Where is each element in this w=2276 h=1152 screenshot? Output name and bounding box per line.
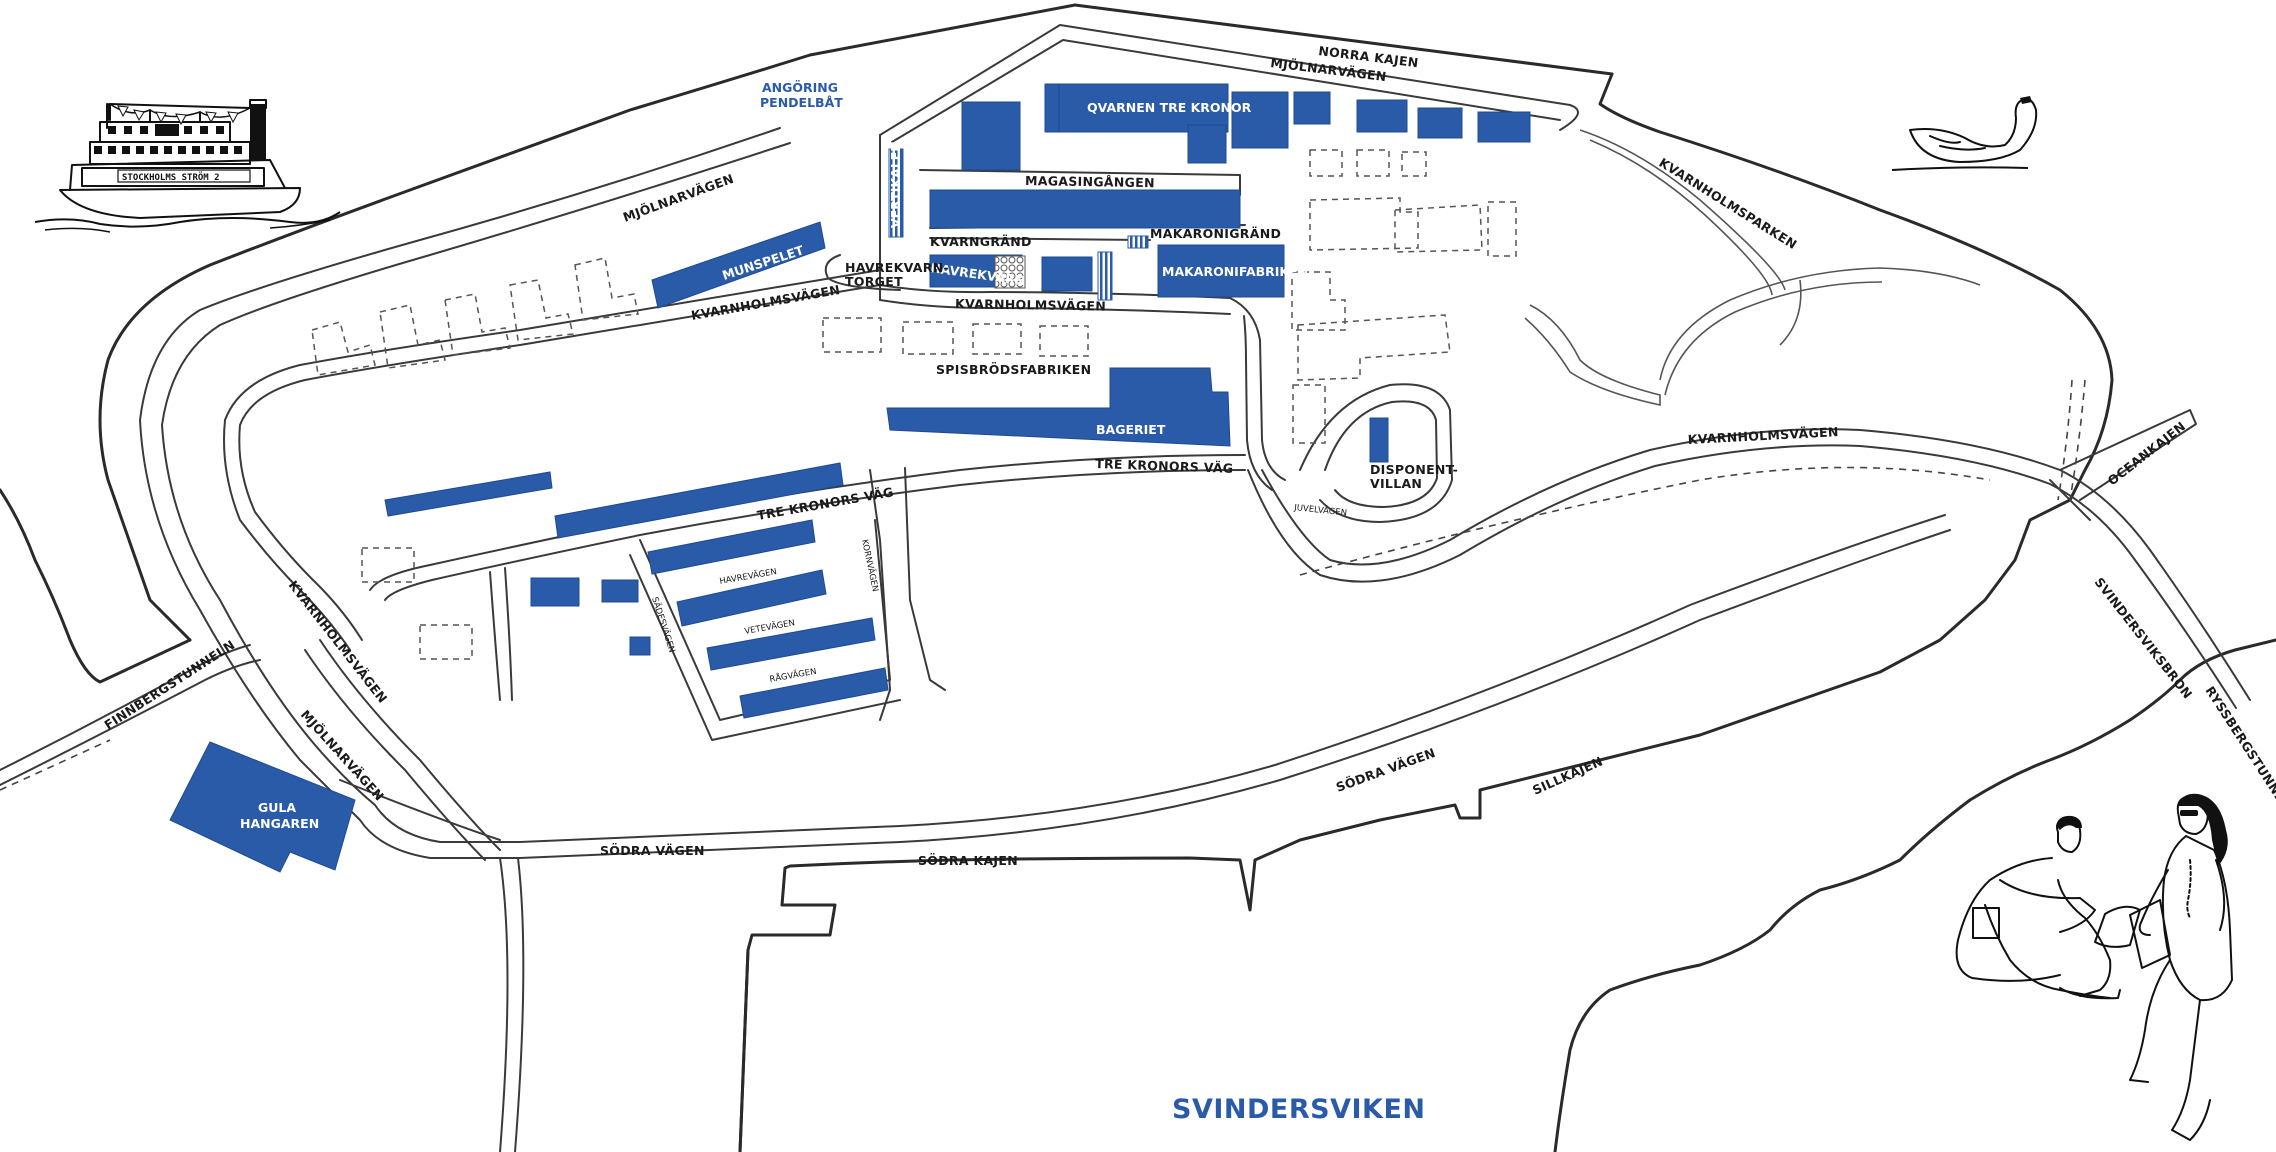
- label-kvarnholmsvagen-east: KVARNHOLMSVÄGEN: [1687, 424, 1839, 447]
- label-makaronifabriken: MAKARONIFABRIKEN: [1162, 264, 1308, 279]
- label-spisbrodsfabriken: SPISBRÖDSFABRIKEN: [936, 362, 1091, 377]
- label-ryssbergstunneln: RYSSBERGSTUNNELN: [2202, 683, 2276, 820]
- boat-name: STOCKHOLMS STRÖM 2: [122, 172, 220, 183]
- people-sitting-illustration: [1955, 793, 2233, 1141]
- label-disponentvillan-1: DISPONENT-: [1370, 462, 1458, 477]
- label-tre-kronors-vag-east: TRE KRONORS VÄG: [1095, 456, 1234, 476]
- label-angoring-2: PENDELBÅT: [760, 95, 843, 110]
- label-bageriet: BAGERIET: [1096, 422, 1166, 437]
- ferry-boat-illustration: STOCKHOLMS STRÖM 2: [34, 99, 341, 233]
- label-finnbergstunneln: FINNBERGSTUNNELN: [101, 637, 237, 733]
- label-sodra-vagen-west: SÖDRA VÄGEN: [600, 843, 705, 858]
- building-bageriet: [886, 367, 1231, 447]
- building-vertikalen: [888, 148, 904, 238]
- label-angoring-1: ANGÖRING: [762, 80, 838, 95]
- label-qvarnen: QVARNEN TRE KRONOR: [1087, 100, 1252, 115]
- place-labels: ANGÖRING PENDELBÅT HAVREKVARN- TORGET SP…: [760, 80, 1458, 491]
- label-kvarngrand: KVARNGRÄND: [930, 234, 1032, 249]
- buildings: [169, 83, 1531, 873]
- label-magasingangen: MAGASINGÅNGEN: [1025, 173, 1155, 190]
- label-ragvagen: RÅGVÄGEN: [768, 665, 817, 685]
- label-disponentvillan-2: VILLAN: [1370, 476, 1422, 491]
- label-sodra-kajen: SÖDRA KAJEN: [918, 853, 1018, 868]
- swan-illustration: [1891, 96, 2038, 171]
- label-vertikalen: VERTIKALEN: [888, 141, 903, 228]
- label-gula-2: HANGAREN: [240, 816, 319, 831]
- building-disponentvillan: [1369, 417, 1389, 463]
- label-sadesvagen: SÄDESVÄGEN: [649, 596, 677, 655]
- label-gula-1: GULA: [258, 800, 296, 815]
- building-munspelet: [651, 221, 826, 309]
- building-qvarnen: [1047, 83, 1229, 133]
- label-sodra-vagen-east: SÖDRA VÄGEN: [1334, 745, 1438, 795]
- coastline: [0, 3, 2276, 1152]
- label-oceankajen: OCEANKAJEN: [2105, 418, 2189, 488]
- label-havrekvarntorget-1: HAVREKVARN-: [845, 260, 949, 275]
- planned-buildings: [311, 149, 1517, 660]
- label-kvarnholmsvagen-center: KVARNHOLMSVÄGEN: [955, 296, 1106, 314]
- label-kvarnholmsvagen-sw: KVARNHOLMSVÄGEN: [286, 578, 391, 706]
- label-juvelvagen: JUVELVÄGEN: [1293, 502, 1348, 519]
- label-makaronigrand: MAKARONIGRÄND: [1150, 226, 1281, 241]
- building-gula-hangaren: [169, 741, 356, 873]
- label-havrekvarntorget-2: TORGET: [845, 274, 903, 289]
- label-svindersviken: SVINDERSVIKEN: [1172, 1094, 1425, 1125]
